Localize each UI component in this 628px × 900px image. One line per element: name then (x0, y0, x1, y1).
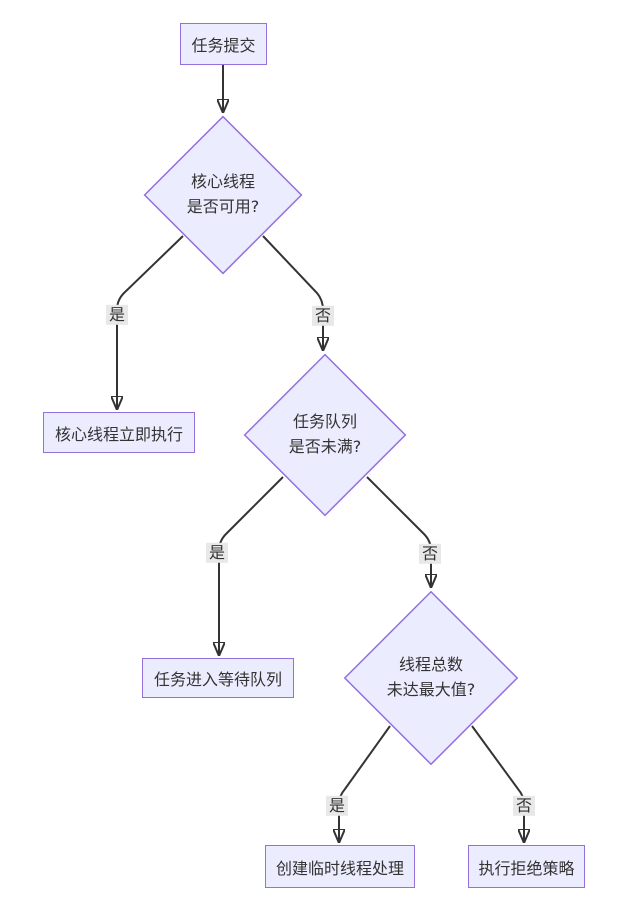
node-reject-policy: 执行拒绝策略 (468, 845, 585, 888)
edge-label-core-check-yes: 是 (105, 304, 129, 326)
node-create-temp-thread: 创建临时线程处理 (265, 845, 415, 888)
node-threads-below-max-label: 线程总数 未达最大值? (386, 655, 476, 699)
diamond-shape (243, 353, 407, 517)
node-queue-not-full-decision: 任务队列 是否未满? (243, 353, 407, 517)
edge-label-core-check-no: 否 (311, 305, 335, 327)
node-queue-not-full-label: 任务队列 是否未满? (288, 412, 362, 456)
node-task-enqueue: 任务进入等待队列 (142, 658, 294, 698)
edge-label-max-check-no: 否 (512, 795, 536, 817)
diamond-shape (143, 115, 303, 275)
edge-label-queue-check-yes: 是 (205, 542, 229, 564)
node-core-thread-available-decision: 核心线程 是否可用? (143, 115, 303, 275)
edge-label-queue-check-no: 否 (418, 543, 442, 565)
edge-label-max-check-yes: 是 (325, 795, 349, 817)
node-core-thread-execute-label: 核心线程立即执行 (54, 424, 183, 444)
node-task-enqueue-label: 任务进入等待队列 (153, 670, 282, 689)
node-task-submit-label: 任务提交 (191, 36, 256, 55)
diamond-shape (343, 590, 519, 766)
node-reject-policy-label: 执行拒绝策略 (478, 858, 575, 878)
node-create-temp-thread-label: 创建临时线程处理 (275, 858, 404, 878)
node-task-submit: 任务提交 (180, 23, 267, 65)
node-core-thread-execute: 核心线程立即执行 (43, 412, 195, 453)
node-core-thread-available-label: 核心线程 是否可用? (186, 172, 260, 216)
node-threads-below-max-decision: 线程总数 未达最大值? (343, 590, 519, 766)
